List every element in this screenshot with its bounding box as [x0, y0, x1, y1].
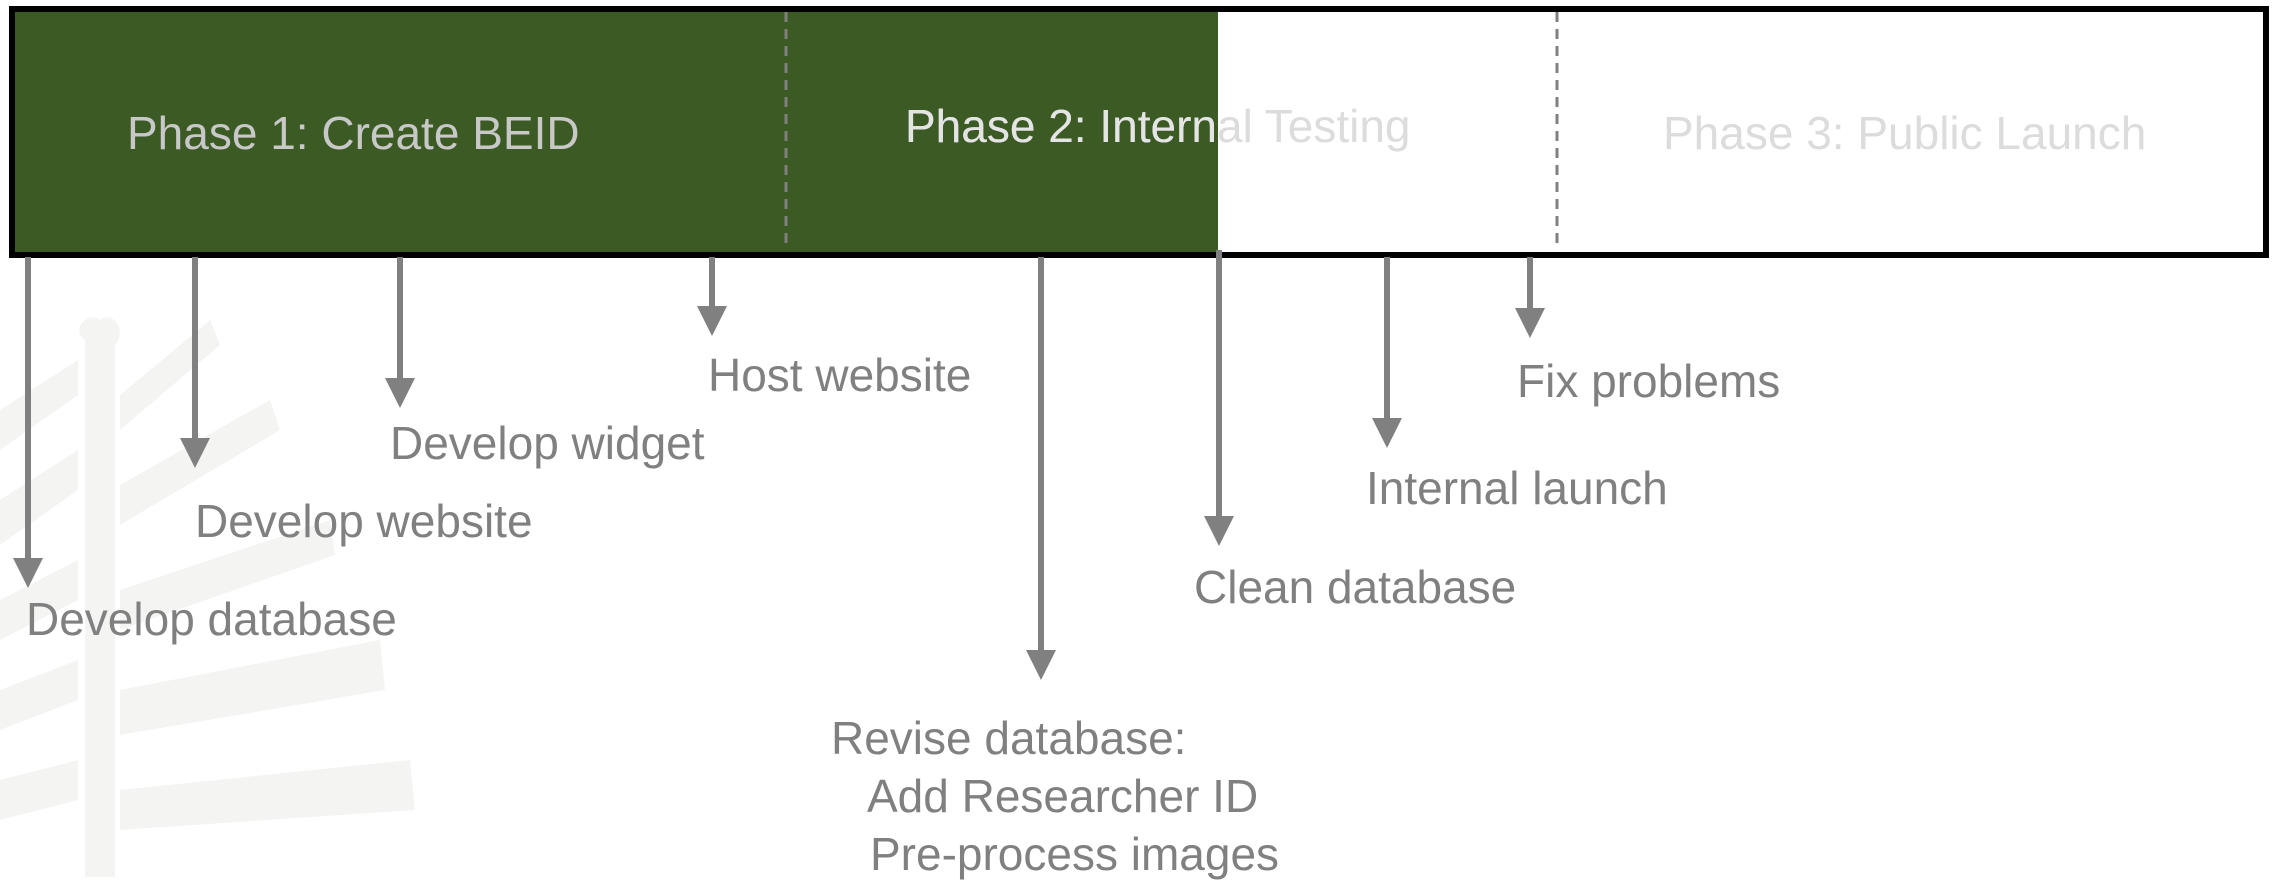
phase-3-label: Phase 3: Public Launch: [1663, 107, 2147, 159]
arrow-develop-database: [13, 257, 43, 588]
arrow-internal-launch: [1372, 257, 1402, 448]
timeline-bar: [9, 6, 2269, 258]
arrow-clean-database: [1204, 250, 1234, 546]
milestone-develop-database: Develop database: [26, 593, 397, 645]
arrow-revise-database: [1026, 257, 1056, 680]
arrow-host-website: [697, 257, 727, 336]
milestone-develop-widget: Develop widget: [390, 417, 705, 469]
arrow-develop-widget: [385, 257, 415, 408]
progress-fill: [12, 9, 1218, 255]
leaf-watermark-icon: [0, 317, 415, 877]
milestone-revise-sub-1: Add Researcher ID: [867, 770, 1259, 822]
milestone-develop-website: Develop website: [195, 495, 533, 547]
phase-2-label: Phase 2: Internal Testing: [905, 100, 1411, 152]
milestone-fix-problems: Fix problems: [1517, 355, 1781, 407]
milestone-revise-sub-2: Pre-process images: [870, 828, 1280, 880]
arrow-fix-problems: [1515, 257, 1545, 338]
milestone-revise-database: Revise database: Add Researcher ID Pre-p…: [831, 709, 1279, 883]
arrow-develop-website: [180, 257, 210, 468]
phase-2-label-overlay: Phase 2: Internal Testing: [905, 100, 1218, 152]
milestone-clean-database: Clean database: [1194, 561, 1517, 613]
phase-1-label: Phase 1: Create BEID: [127, 107, 580, 159]
milestone-internal-launch: Internal launch: [1366, 462, 1668, 514]
phase-2-label-done-part: Phase 2: Internal Testing: [905, 100, 1218, 152]
milestone-host-website: Host website: [708, 349, 972, 401]
milestone-revise-database-title: Revise database:: [831, 712, 1187, 764]
